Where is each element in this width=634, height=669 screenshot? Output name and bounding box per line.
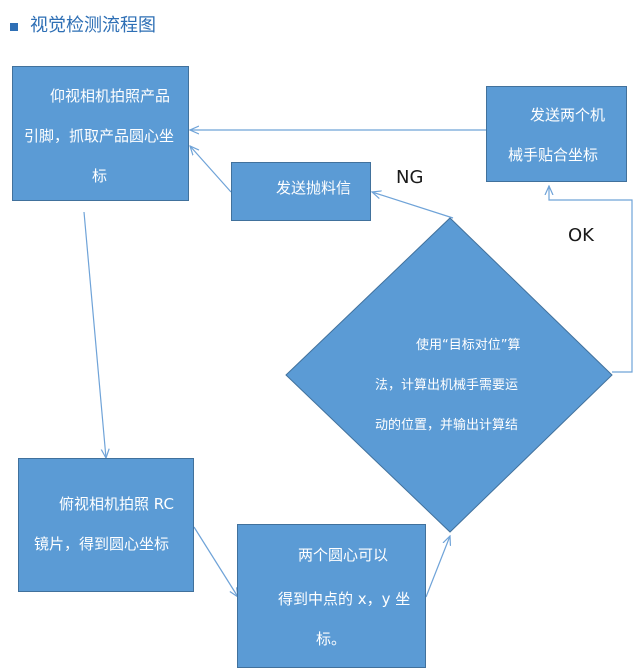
bottom-camera-line-1: 俯视相机拍照 RC xyxy=(59,495,174,513)
midpoint-line-2: 得到中点的 x，y 坐 xyxy=(278,590,411,608)
bottom-camera-line-2: 镜片，得到圆心坐标 xyxy=(34,535,170,553)
top-camera-line-1: 仰视相机拍照产品 xyxy=(50,87,171,105)
edge-midpoint-to-decision xyxy=(425,536,450,598)
edge-top-to-bottom-camera xyxy=(83,211,106,458)
top-camera-box: 仰视相机拍照产品 引脚，抓取产品圆心坐 标 xyxy=(12,66,189,201)
reject-signal-box: 发送抛料信 xyxy=(231,162,371,221)
top-camera-line-3: 标 xyxy=(92,167,108,185)
title-bullet-icon xyxy=(10,23,18,31)
page-title: 视觉检测流程图 xyxy=(30,15,156,36)
reject-signal-line-1: 发送抛料信 xyxy=(276,179,352,197)
edge-reject-to-top-camera xyxy=(190,146,232,193)
edge-decision-to-send-coords xyxy=(549,186,633,373)
midpoint-line-1: 两个圆心可以 xyxy=(298,546,389,564)
decision-diamond xyxy=(285,217,613,533)
bottom-camera-box: 俯视相机拍照 RC 镜片，得到圆心坐标 xyxy=(18,458,194,592)
midpoint-box: 两个圆心可以 得到中点的 x，y 坐 标。 xyxy=(237,524,426,668)
midpoint-line-3: 标。 xyxy=(316,630,347,648)
edge-bottom-camera-to-midpoint xyxy=(193,526,238,597)
ok-label: OK xyxy=(568,225,594,246)
decision-line-1: 使用“目标对位”算 xyxy=(416,338,521,353)
edge-decision-to-reject xyxy=(372,192,454,219)
decision-line-2: 法，计算出机械手需要运 xyxy=(375,378,519,393)
send-coords-line-2: 械手贴合坐标 xyxy=(508,146,599,164)
decision-line-3: 动的位置，并输出计算结 xyxy=(375,418,519,433)
ng-label: NG xyxy=(396,167,424,188)
send-coords-line-1: 发送两个机 xyxy=(530,106,606,124)
top-camera-line-2: 引脚，抓取产品圆心坐 xyxy=(24,127,175,145)
send-coords-box: 发送两个机 械手贴合坐标 xyxy=(486,86,627,182)
